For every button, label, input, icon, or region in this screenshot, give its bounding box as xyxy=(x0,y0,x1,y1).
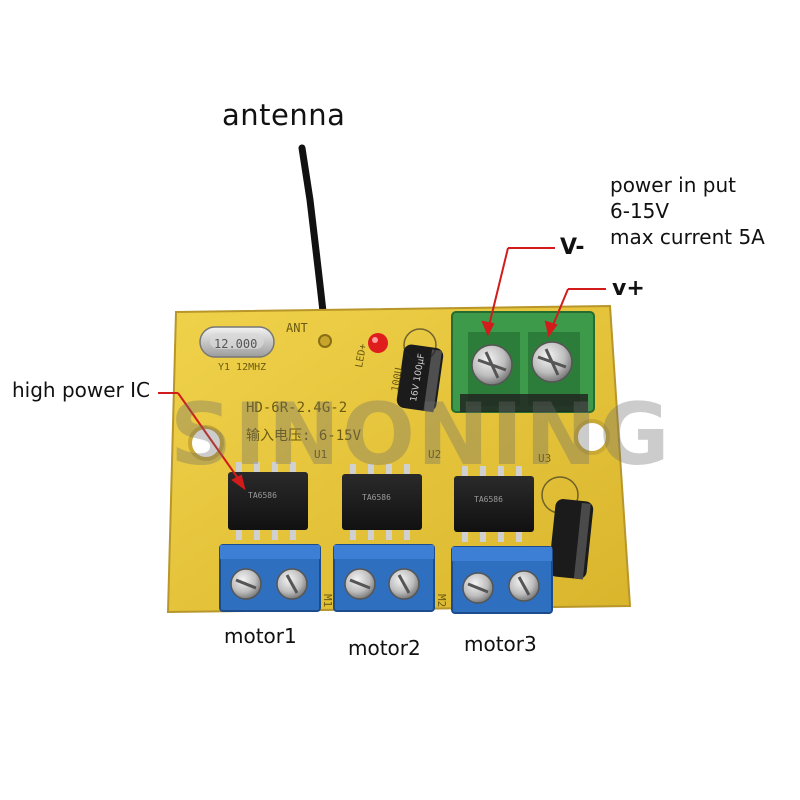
chip-u1 xyxy=(228,462,308,540)
silk-m1: M1 xyxy=(321,594,334,607)
silk-u3: U3 xyxy=(538,452,551,465)
chip-label-u1: TA6586 xyxy=(248,491,277,500)
chip-label-u3: TA6586 xyxy=(474,495,503,504)
v-plus-label: v+ xyxy=(612,276,645,301)
mounting-holes xyxy=(188,419,610,461)
motor2-label: motor2 xyxy=(348,636,421,660)
motor-terminal-3 xyxy=(451,546,553,614)
motor-terminal-1 xyxy=(219,544,321,612)
crystal-oscillator xyxy=(199,326,275,358)
high-power-ic-label: high power IC xyxy=(12,378,150,402)
motor1-label: motor1 xyxy=(224,624,297,648)
callout-lines xyxy=(158,247,606,491)
silk-input: 输入电压: 6-15V xyxy=(246,428,362,444)
power-terminal xyxy=(451,311,595,413)
silk-m2: M2 xyxy=(435,594,448,607)
antenna-wire xyxy=(298,144,330,344)
power-line-3: max current 5A xyxy=(610,225,765,249)
antenna-pad xyxy=(318,334,332,348)
silk-crystal: 12.000 xyxy=(214,337,257,351)
silk-model: HD-6R-2.4G-2 xyxy=(246,400,347,416)
watermark: SINONING xyxy=(170,385,672,485)
led xyxy=(368,333,388,353)
chip-label-u2: TA6586 xyxy=(362,493,391,502)
capacitor-top xyxy=(396,344,444,413)
silk-ant: ANT xyxy=(286,321,308,335)
silk-y1: Y1 12MHZ xyxy=(218,362,266,373)
chip-u2 xyxy=(342,464,422,540)
power-line-2: 6-15V xyxy=(610,199,670,223)
antenna-label: antenna xyxy=(222,98,346,132)
silk-led: LED+ xyxy=(354,343,369,369)
silk-u1: U1 xyxy=(314,448,327,461)
silk-100u: 100U xyxy=(390,367,405,393)
chip-u3 xyxy=(454,466,534,542)
v-minus-label: V- xyxy=(560,235,585,260)
motor-terminal-2 xyxy=(333,544,435,612)
power-line-1: power in put xyxy=(610,173,736,197)
capacitor-bottom xyxy=(541,476,594,580)
silk-u2: U2 xyxy=(428,448,441,461)
power-input-label: power in put 6-15V max current 5A xyxy=(610,172,765,250)
motor3-label: motor3 xyxy=(464,632,537,656)
